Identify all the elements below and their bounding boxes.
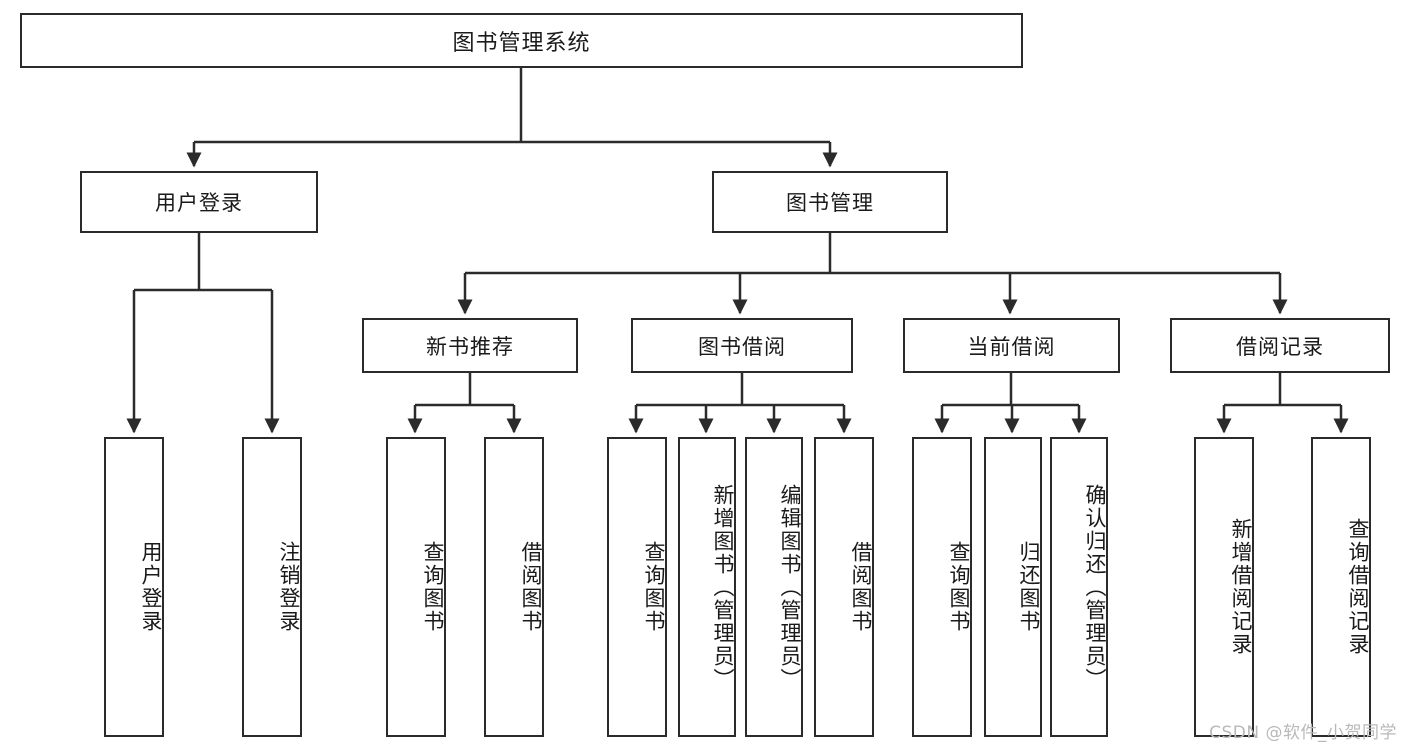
- node-leaf-edit-book[interactable]: 编辑图书（管理员）: [745, 437, 803, 737]
- node-leaf-borrow-query-book-label: 查询图书: [642, 541, 666, 633]
- node-leaf-edit-book-label: 编辑图书（管理员）: [778, 483, 802, 691]
- node-new-book-rec[interactable]: 新书推荐: [362, 318, 578, 373]
- node-book-manage[interactable]: 图书管理: [712, 171, 948, 233]
- node-book-manage-label: 图书管理: [786, 191, 874, 215]
- node-leaf-borrow-query-book[interactable]: 查询图书: [607, 437, 667, 737]
- node-new-book-rec-label: 新书推荐: [426, 334, 514, 359]
- node-leaf-logout[interactable]: 注销登录: [242, 437, 302, 737]
- node-leaf-rec-query-book-label: 查询图书: [421, 541, 445, 633]
- watermark-text: CSDN @软件_小贺同学: [1209, 723, 1397, 743]
- node-leaf-borrow-book-label: 借阅图书: [849, 541, 873, 633]
- node-leaf-confirm-return-label: 确认归还（管理员）: [1083, 483, 1107, 691]
- node-leaf-user-login-label: 用户登录: [139, 541, 163, 633]
- node-current-borrow-label: 当前借阅: [967, 334, 1056, 359]
- node-leaf-return-book-label: 归还图书: [1017, 541, 1041, 633]
- node-borrow-record-label: 借阅记录: [1236, 334, 1324, 359]
- node-leaf-add-book[interactable]: 新增图书（管理员）: [678, 437, 736, 737]
- node-user-login[interactable]: 用户登录: [80, 171, 318, 233]
- node-book-borrow[interactable]: 图书借阅: [631, 318, 853, 373]
- node-leaf-query-record-label: 查询借阅记录: [1346, 518, 1370, 656]
- node-leaf-query-record[interactable]: 查询借阅记录: [1311, 437, 1371, 737]
- node-leaf-add-book-label: 新增图书（管理员）: [711, 483, 735, 691]
- node-root-system[interactable]: 图书管理系统: [20, 13, 1023, 68]
- node-current-borrow[interactable]: 当前借阅: [903, 318, 1120, 373]
- node-leaf-add-record-label: 新增借阅记录: [1229, 518, 1253, 656]
- node-leaf-logout-label: 注销登录: [277, 541, 301, 633]
- node-leaf-confirm-return[interactable]: 确认归还（管理员）: [1050, 437, 1108, 737]
- node-leaf-rec-borrow-book-label: 借阅图书: [519, 541, 543, 633]
- node-user-login-label: 用户登录: [155, 191, 243, 215]
- node-leaf-rec-query-book[interactable]: 查询图书: [386, 437, 446, 737]
- node-leaf-add-record[interactable]: 新增借阅记录: [1194, 437, 1254, 737]
- node-leaf-return-book[interactable]: 归还图书: [984, 437, 1042, 737]
- node-leaf-rec-borrow-book[interactable]: 借阅图书: [484, 437, 544, 737]
- node-leaf-cur-query-book[interactable]: 查询图书: [912, 437, 972, 737]
- node-book-borrow-label: 图书借阅: [698, 334, 786, 359]
- node-root-label: 图书管理系统: [452, 30, 591, 56]
- node-leaf-user-login[interactable]: 用户登录: [104, 437, 164, 737]
- node-leaf-cur-query-book-label: 查询图书: [947, 541, 971, 633]
- node-borrow-record[interactable]: 借阅记录: [1170, 318, 1390, 373]
- node-leaf-borrow-book[interactable]: 借阅图书: [814, 437, 874, 737]
